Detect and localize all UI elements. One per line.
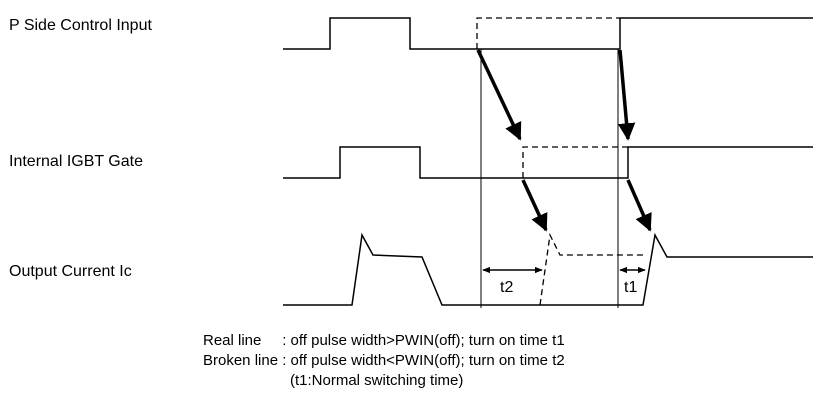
legend-broken-line: Broken line : off pulse width<PWIN(off);… (203, 352, 565, 369)
igbt-gate-waveform-dashed (522, 146, 628, 178)
delay-arrow-gate-to-current-broken (521, 179, 548, 232)
t2-label: t2 (500, 279, 513, 296)
output-current-waveform-solid (283, 232, 813, 306)
p-side-waveform-dashed (476, 17, 620, 49)
delay-arrow-gate-to-current-real (626, 179, 652, 232)
internal-igbt-gate-label: Internal IGBT Gate (9, 153, 143, 170)
output-current-waveform-dashed (539, 232, 643, 306)
legend-note: (t1:Normal switching time) (290, 372, 464, 389)
output-current-label: Output Current Ic (9, 263, 132, 280)
delay-arrow-p-to-gate-broken (476, 49, 522, 141)
p-side-control-input-label: P Side Control Input (9, 17, 152, 34)
t1-label: t1 (624, 279, 637, 296)
igbt-gate-waveform-solid (283, 146, 813, 179)
delay-arrow-p-to-gate-real (617, 49, 636, 141)
p-side-waveform-solid (283, 17, 813, 50)
legend-real-line: Real line : off pulse width>PWIN(off); t… (203, 332, 565, 349)
